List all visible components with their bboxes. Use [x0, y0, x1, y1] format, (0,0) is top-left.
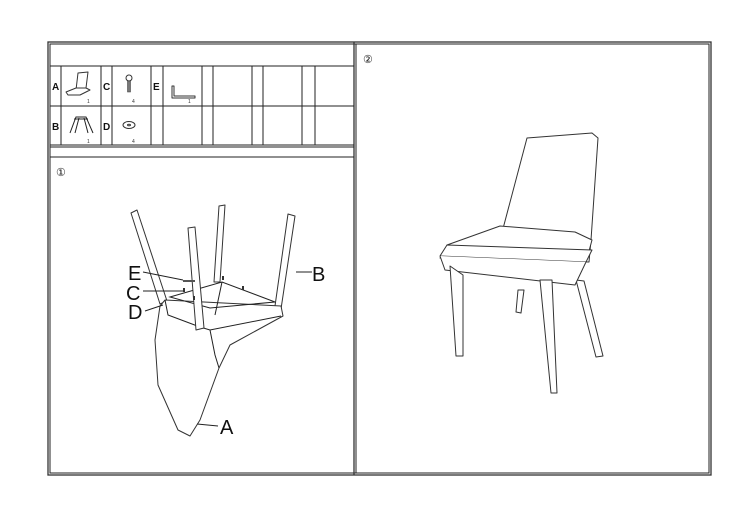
outer-frame-inner: [49, 43, 710, 474]
callout-c: C: [126, 283, 140, 305]
callout-b: B: [312, 264, 325, 286]
parts-table: A B C D E 1 1 4 4 1: [50, 65, 354, 158]
part-qty-a: 1: [87, 99, 90, 105]
callout-d: D: [128, 302, 142, 324]
leg: [213, 204, 226, 283]
part-qty-b: 1: [87, 139, 90, 145]
outer-frame: [47, 41, 712, 476]
part-letter-b: B: [52, 122, 59, 133]
leg: [274, 213, 296, 310]
allen-key-icon: [171, 85, 196, 99]
seat-shell-icon: [65, 71, 91, 96]
callout-a: A: [220, 417, 234, 439]
step-2-number: ②: [363, 54, 373, 66]
part-letter-a: A: [52, 82, 59, 93]
part-letter-c: C: [103, 82, 110, 93]
step-2-assembled-chair: [439, 132, 604, 394]
step-1-illustration: [130, 204, 312, 437]
part-letter-e: E: [153, 82, 160, 93]
part-letter-d: D: [103, 122, 110, 133]
bolt-icon: [125, 74, 133, 93]
part-qty-e: 1: [188, 99, 191, 105]
leg-frame-icon: [69, 116, 94, 134]
callout-e: E: [128, 263, 141, 285]
washer-icon: [122, 121, 136, 129]
step-1-number: ①: [56, 167, 66, 179]
part-qty-d: 4: [132, 139, 135, 145]
part-qty-c: 4: [132, 99, 135, 105]
